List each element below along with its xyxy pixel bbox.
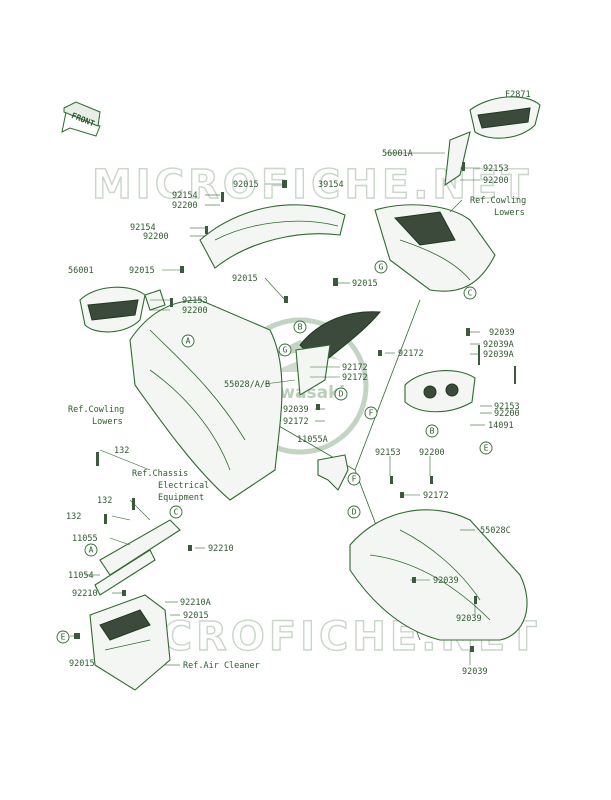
label-92172-c: 92172 <box>342 373 368 383</box>
label-lowers-1: Lowers <box>494 208 525 218</box>
label-56001A: 56001A <box>382 149 413 159</box>
figure-code: F2871 <box>505 90 531 100</box>
inner-fairing-lower <box>295 344 331 396</box>
label-92153-b: 92153 <box>182 296 208 306</box>
label-92172-e: 92172 <box>423 491 449 501</box>
ref-a-1: A <box>186 337 191 346</box>
label-92039A-1: 92039A <box>483 340 514 350</box>
label-92200-e: 92200 <box>494 409 520 419</box>
label-92015-c: 92015 <box>232 274 258 284</box>
ref-circles: G C A B G D F B E F C D A E <box>56 260 493 644</box>
label-92039-c: 92039 <box>433 576 459 586</box>
air-duct <box>404 370 476 413</box>
label-39154: 39154 <box>318 180 344 190</box>
mirror-right <box>444 96 541 187</box>
label-ref-chassis-3: Equipment <box>158 493 204 503</box>
ref-b-2: B <box>430 427 435 436</box>
label-ref-chassis-2: Electrical <box>158 481 209 491</box>
label-92172-a: 92172 <box>398 349 424 359</box>
ref-a-2: A <box>89 546 94 555</box>
label-14091: 14091 <box>488 421 514 431</box>
label-11054: 11054 <box>68 571 94 581</box>
ref-c-1: C <box>468 289 473 298</box>
label-92153-a: 92153 <box>483 164 509 174</box>
label-92154-a: 92154 <box>172 191 198 201</box>
label-92172-d: 92172 <box>283 417 309 427</box>
leader-lines <box>70 152 492 666</box>
label-92200-f: 92200 <box>419 448 445 458</box>
ref-b-1: B <box>298 323 303 332</box>
label-92210A: 92210A <box>180 598 211 608</box>
bracket-11055 <box>99 519 181 576</box>
label-92015-e: 92015 <box>183 611 209 621</box>
label-92015-d: 92015 <box>352 279 378 289</box>
label-55028AB: 55028/A/B <box>224 380 270 390</box>
label-11055A: 11055A <box>297 435 328 445</box>
label-ref-cowling-2: Ref.Cowling <box>68 405 124 415</box>
ref-e-1: E <box>484 444 489 453</box>
label-92200-d: 92200 <box>182 306 208 316</box>
label-92039-b: 92039 <box>283 405 309 415</box>
ref-f-2: F <box>352 475 357 484</box>
label-92015-f: 92015 <box>69 659 95 669</box>
bracket-11055A <box>317 454 349 491</box>
part-labels: 56001A 92153 92200 Ref.Cowling Lowers 92… <box>66 149 526 677</box>
label-92154-b: 92154 <box>130 223 156 233</box>
label-92015-a: 92015 <box>233 180 259 190</box>
label-92210-b: 92210 <box>72 589 98 599</box>
mounting-bracket-assembly <box>89 594 171 691</box>
fasteners <box>74 162 516 652</box>
watermark-top: MICROFICHE.NET <box>92 162 533 208</box>
label-ref-chassis-1: Ref.Chassis <box>132 469 188 479</box>
label-ref-cowling-1: Ref.Cowling <box>470 196 526 206</box>
label-92200-a: 92200 <box>483 176 509 186</box>
label-92153-d: 92153 <box>375 448 401 458</box>
label-92200-b: 92200 <box>172 201 198 211</box>
label-lowers-2: Lowers <box>92 417 123 427</box>
ref-g-2: G <box>283 346 288 355</box>
lower-fairing <box>349 509 528 641</box>
label-56001: 56001 <box>68 266 94 276</box>
label-92153-c: 92153 <box>494 402 520 412</box>
label-ref-air-cleaner: Ref.Air Cleaner <box>183 661 260 671</box>
label-92015-b: 92015 <box>129 266 155 276</box>
label-92210-a: 92210 <box>208 544 234 554</box>
label-132-b: 132 <box>97 496 112 506</box>
ref-d-1: D <box>339 390 344 399</box>
windshield <box>199 204 346 269</box>
ref-e-2: E <box>61 633 66 642</box>
label-55028C: 55028C <box>480 526 511 536</box>
ref-f-1: F <box>369 409 374 418</box>
ref-d-2: D <box>352 508 357 517</box>
label-132-a: 132 <box>114 446 129 456</box>
label-92200-c: 92200 <box>143 232 169 242</box>
bracket-11054 <box>94 549 156 596</box>
label-11055: 11055 <box>72 534 98 544</box>
label-92039-d: 92039 <box>456 614 482 624</box>
label-92039-a: 92039 <box>489 328 515 338</box>
front-arrow-icon: FRONT <box>61 101 101 137</box>
label-92039-e: 92039 <box>462 667 488 677</box>
label-92172-b: 92172 <box>342 363 368 373</box>
ref-g-1: G <box>379 263 384 272</box>
label-92039A-2: 92039A <box>483 350 514 360</box>
ref-c-2: C <box>174 508 179 517</box>
label-132-c: 132 <box>66 512 81 522</box>
upper-cowling-left <box>129 299 283 501</box>
